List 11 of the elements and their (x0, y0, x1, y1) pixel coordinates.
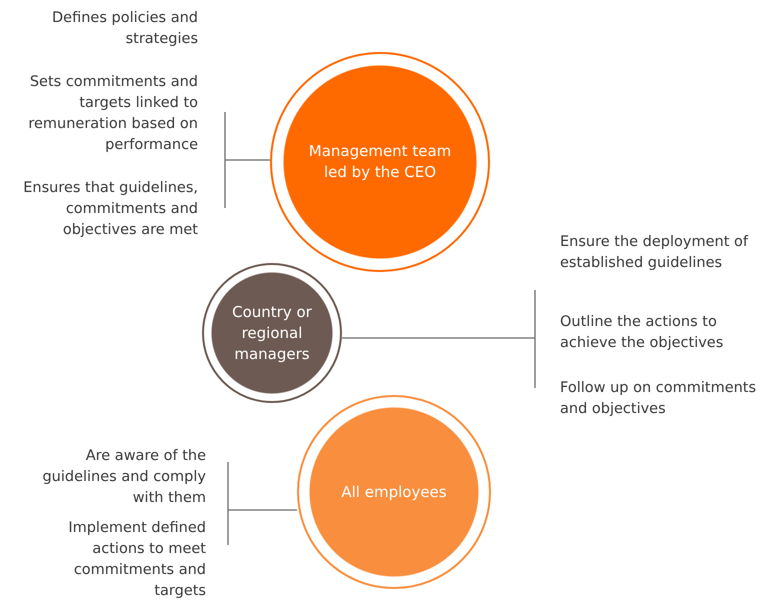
node-label: Country or regional managers (231, 302, 313, 364)
node-label: Management team led by the CEO (308, 141, 452, 183)
description-text: Sets commitments and targets linked to remuneration based on performance (27, 73, 198, 155)
description-text: Are aware of the guidelines and comply with them (41, 447, 206, 508)
description-text: Implement defined actions to meet commitments and targets (67, 519, 206, 601)
description-text: Outline the actions to achieve the objectives (560, 313, 724, 353)
description-text: Ensures that guidelines, commitments and objectives are met (22, 179, 198, 240)
description-text: Ensure the deployment of established guidelines (560, 233, 750, 273)
node-label: All employees (340, 482, 448, 502)
description-text: Follow up on commitments and objectives (560, 379, 758, 419)
description-text: Defines policies and strategies (51, 9, 198, 49)
